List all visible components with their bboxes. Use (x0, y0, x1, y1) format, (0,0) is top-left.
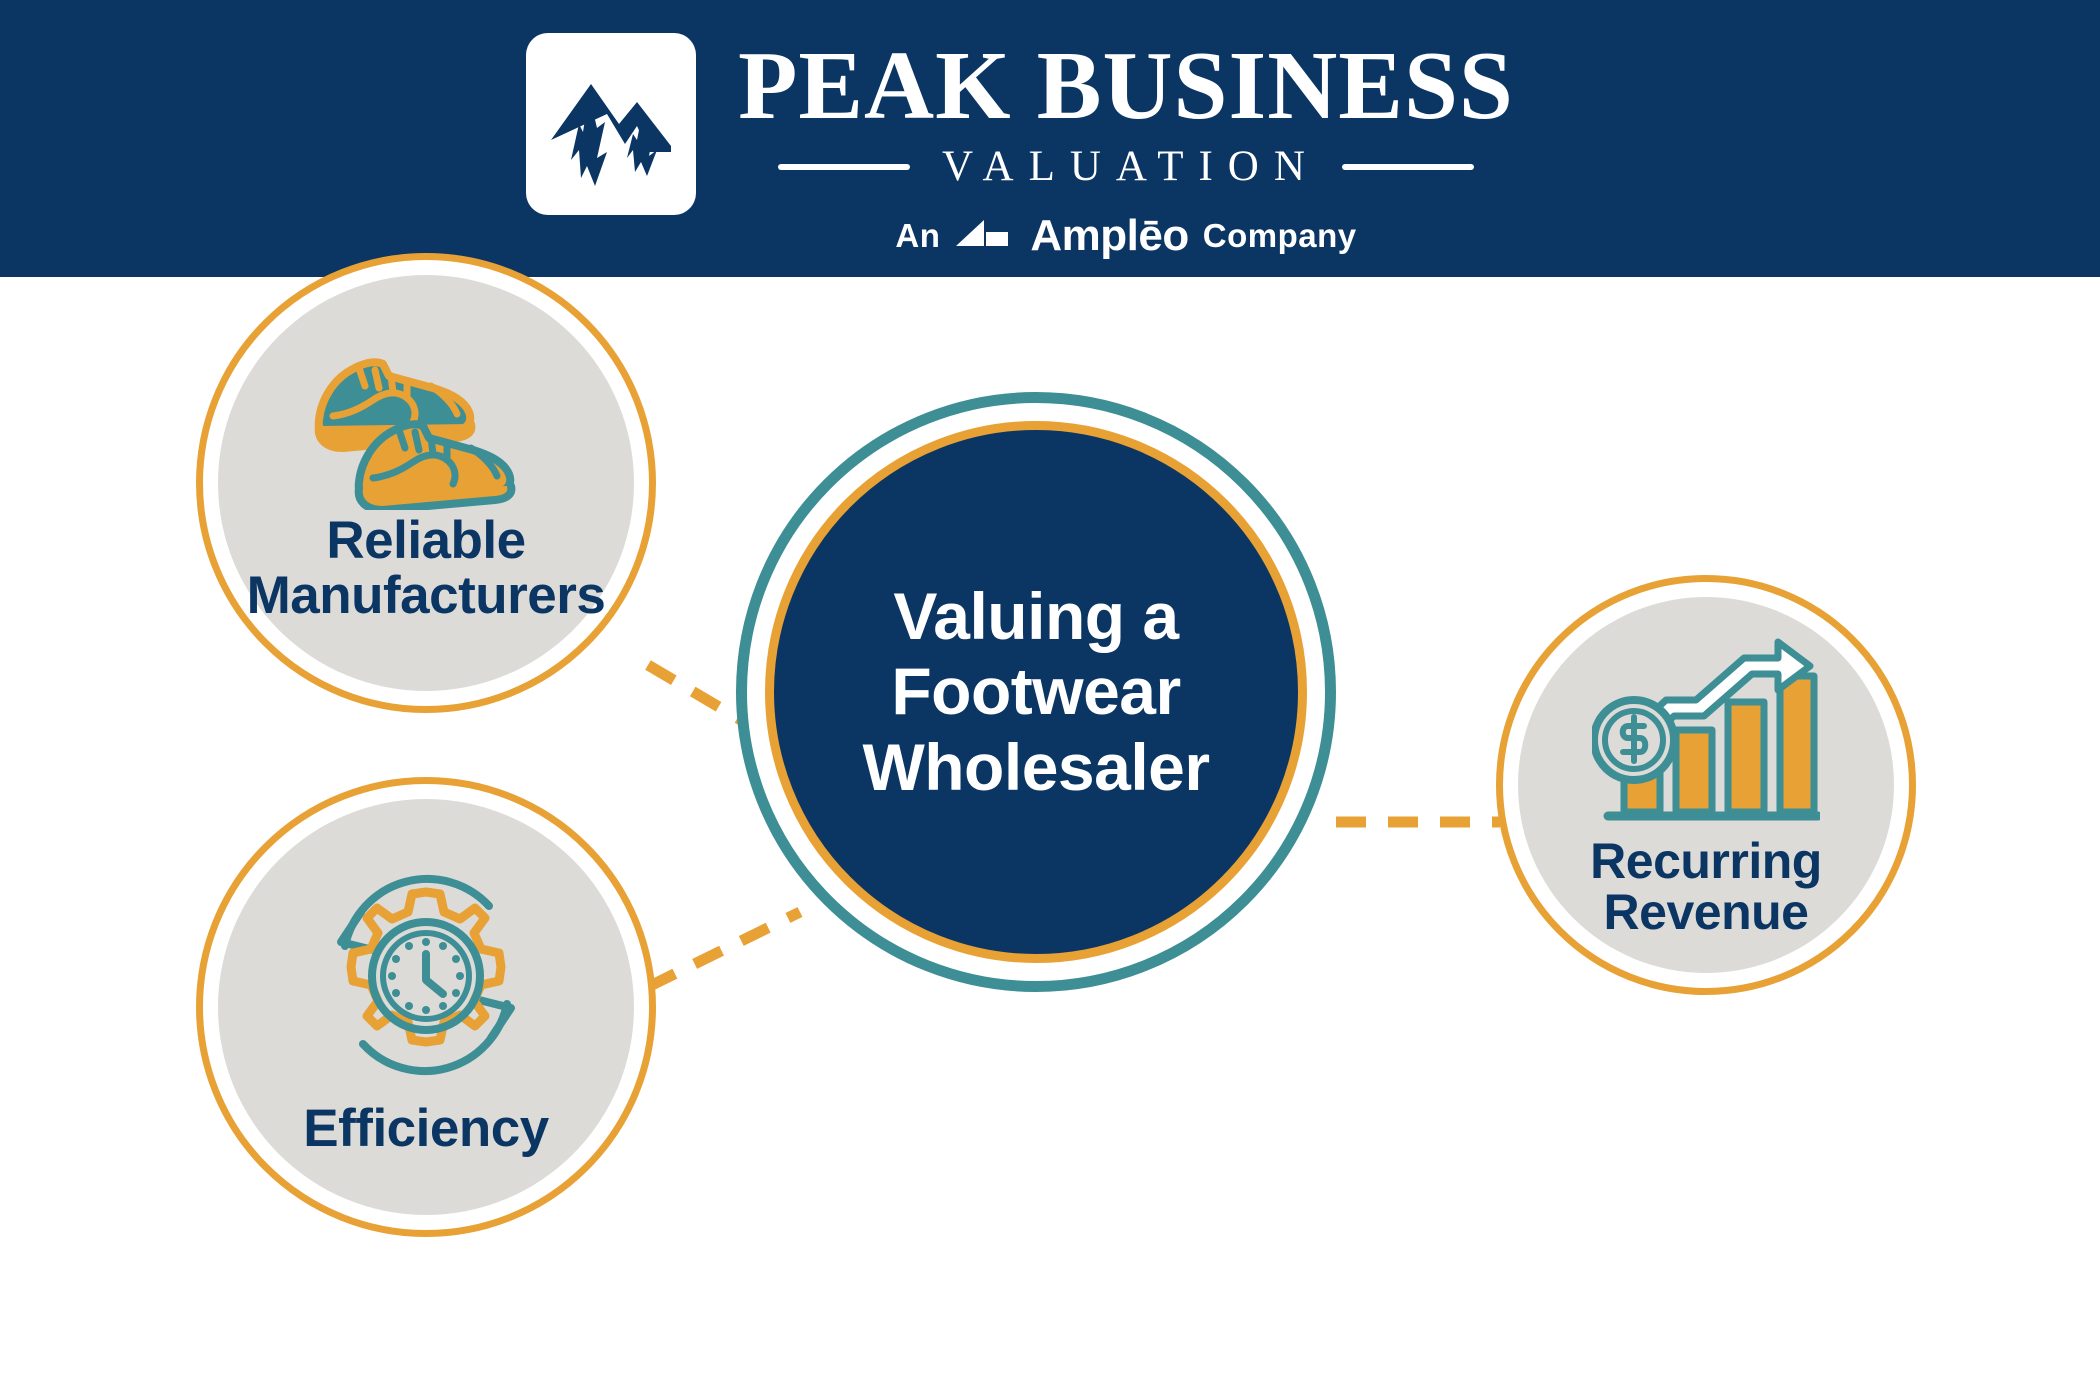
diagram-stage: Reliable Manufacturers (0, 253, 2100, 1400)
brand-text: PEAK BUSINESS VALUATION An Amplēo Compan… (738, 16, 1514, 261)
parent-suffix: Company (1202, 217, 1357, 254)
parent-prefix: An (895, 217, 941, 254)
node-inner: Reliable Manufacturers (218, 275, 634, 691)
node-reliable-manufacturers[interactable]: Reliable Manufacturers (196, 253, 656, 713)
connector-manufacturers-to-center (645, 660, 803, 760)
rule-left (778, 163, 911, 170)
connector-efficiency-to-center (645, 907, 803, 992)
node-label-manufacturers: Reliable Manufacturers (246, 511, 606, 625)
node-label-revenue: Recurring Revenue (1590, 832, 1822, 940)
node-inner: Recurring Revenue (1518, 597, 1894, 973)
brand-subtitle-row: VALUATION (738, 142, 1514, 191)
header-banner: PEAK BUSINESS VALUATION An Amplēo Compan… (0, 0, 2100, 277)
node-recurring-revenue[interactable]: Recurring Revenue (1496, 575, 1916, 995)
parent-company-lockup: An Amplēo Company (895, 211, 1356, 261)
connector-lines (645, 660, 1500, 992)
gear-clock-cycle-icon (307, 858, 545, 1090)
rule-right (1341, 163, 1474, 170)
parent-name: Amplēo (1030, 211, 1189, 260)
ampleo-mark-icon (954, 216, 1016, 257)
center-title: Valuing a Footwear Wholesaler (862, 579, 1210, 804)
brand-name: PEAK BUSINESS (738, 31, 1514, 139)
node-inner: Efficiency (218, 799, 634, 1215)
shoes-icon (301, 342, 551, 511)
mountain-peak-icon (545, 54, 677, 194)
node-label-efficiency: Efficiency (303, 1098, 549, 1158)
brand-subtitle: VALUATION (942, 143, 1320, 190)
node-efficiency[interactable]: Efficiency (196, 777, 656, 1237)
growth-bar-chart-dollar-icon (1592, 632, 1820, 834)
logo-tile (526, 32, 697, 215)
center-ring-orange: Valuing a Footwear Wholesaler (765, 421, 1307, 963)
center-node[interactable]: Valuing a Footwear Wholesaler (736, 392, 1336, 992)
brand-lockup: PEAK BUSINESS VALUATION An Amplēo Compan… (526, 16, 1514, 261)
